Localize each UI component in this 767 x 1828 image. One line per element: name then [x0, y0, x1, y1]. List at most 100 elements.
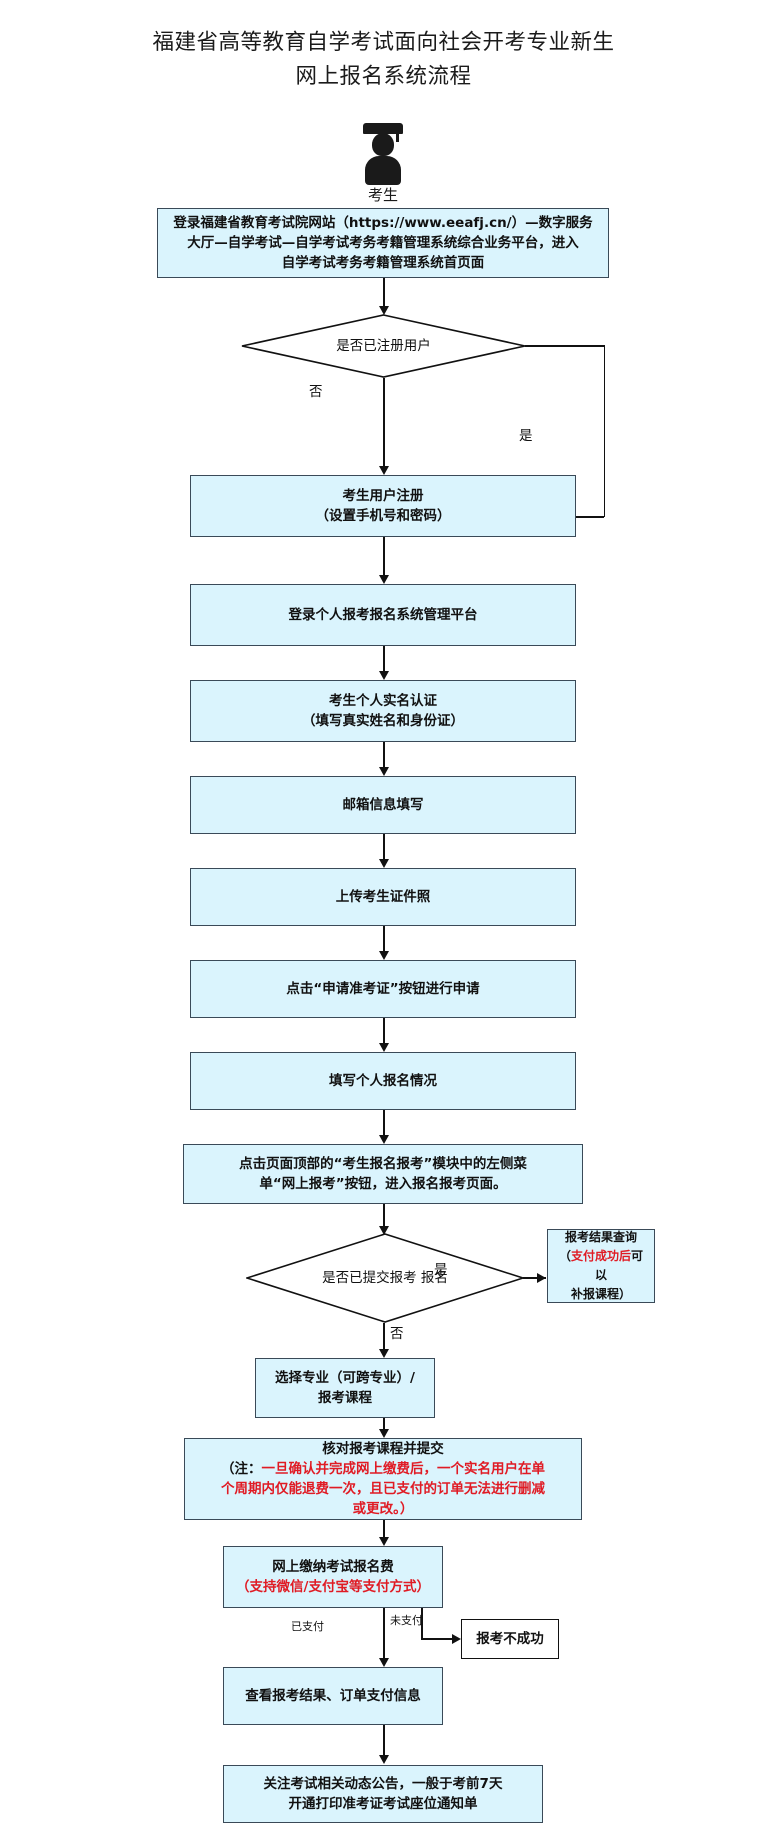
actor-label: 考生 [367, 186, 398, 204]
node-click-online-apply-line2: 单“网上报考”按钮，进入报名报考页面。 [259, 1176, 507, 1192]
node-login-site-line2: 大厅—自学考试—自学考试考务考籍管理系统综合业务平台，进入 [187, 235, 579, 251]
connector-apply-to-fill [383, 1018, 385, 1045]
arrowhead-realname [378, 671, 389, 680]
node-login-site-line3: 自学考试考务考籍管理系统首页面 [281, 255, 485, 271]
arrowhead-select-major [378, 1349, 389, 1358]
connector-decision2-yes [523, 1277, 546, 1279]
graduate-student-icon [357, 123, 409, 185]
page-title-line1: 福建省高等教育自学考试面向社会开考专业新生 [152, 30, 615, 55]
connector-login-to-decision1 [383, 278, 385, 306]
node-realname-auth-line1: 考生个人实名认证 [329, 693, 437, 709]
person-body-shape [365, 156, 401, 185]
verify-note-red-2: 个周期内仅能退费一次，且已支付的订单无法进行删减 [221, 1481, 545, 1497]
node-apply-admission: 点击“申请准考证”按钮进行申请 [190, 960, 576, 1018]
cap-tassel-shape [396, 131, 399, 142]
connector-register-to-platform [383, 537, 385, 577]
node-follow-notice: 关注考试相关动态公告，一般于考前7天 开通打印准考证考试座位通知单 [223, 1765, 543, 1823]
query-result-red-text: 支付成功后 [570, 1249, 631, 1263]
edge-label-registered-no: 否 [309, 384, 323, 400]
connector-viewresult-to-notice [383, 1725, 385, 1757]
arrowhead-decision2 [378, 1226, 389, 1235]
arrowhead-fill-application [378, 1043, 389, 1052]
node-select-major: 选择专业（可跨专业）/ 报考课程 [255, 1358, 435, 1418]
arrowhead-view-result [378, 1658, 389, 1667]
node-query-result-line2: （支付成功后可以 [554, 1247, 648, 1285]
node-realname-auth: 考生个人实名认证 （填写真实姓名和身份证） [190, 680, 576, 742]
connector-realname-to-email [383, 742, 385, 769]
arrowhead-verify-courses [378, 1429, 389, 1438]
node-query-result-line1: 报考结果查询 [564, 1230, 637, 1244]
node-follow-notice-line1: 关注考试相关动态公告，一般于考前7天 [263, 1776, 503, 1792]
node-view-result: 查看报考结果、订单支付信息 [223, 1667, 443, 1725]
edge-label-registered-yes: 是 [519, 428, 533, 444]
node-click-online-apply-line1: 点击页面顶部的“考生报名报考”模块中的左侧菜 [239, 1156, 527, 1172]
node-verify-courses-line1: 核对报考课程并提交 [322, 1441, 444, 1457]
arrowhead-apply-admission [378, 951, 389, 960]
node-select-major-line2: 报考课程 [318, 1390, 372, 1406]
connector-email-to-photo [383, 834, 385, 861]
connector-fill-to-clickapply [383, 1110, 385, 1137]
connector-paid [383, 1608, 385, 1660]
edge-label-submitted-yes: 是 [434, 1262, 448, 1278]
node-user-register-line1: 考生用户注册 [342, 488, 424, 504]
node-apply-admission-label: 点击“申请准考证”按钮进行申请 [286, 981, 480, 997]
node-login-site-line1: 登录福建省教育考试院网站（https://www.eeafj.cn/）—数字服务 [173, 215, 593, 231]
query-result-paren-open: （ [558, 1249, 571, 1263]
node-decision-submitted: 是否已提交报考 报名 [246, 1233, 524, 1323]
node-fill-application-label: 填写个人报名情况 [329, 1073, 437, 1089]
graduation-cap-shape [363, 123, 403, 134]
arrowhead-email [378, 767, 389, 776]
node-pay-fee: 网上缴纳考试报名费 （支持微信/支付宝等支付方式） [223, 1546, 443, 1608]
connector-photo-to-apply [383, 926, 385, 953]
node-decision-submitted-label: 是否已提交报考 报名 [246, 1233, 524, 1323]
arrowhead-follow-notice [378, 1755, 389, 1764]
node-decision-submitted-line2: 报名 [420, 1270, 448, 1286]
node-user-register: 考生用户注册 （设置手机号和密码） [190, 475, 576, 537]
verify-note-prefix: （注： [221, 1461, 262, 1477]
connector-decision1-yes-v [603, 345, 606, 517]
node-fill-application: 填写个人报名情况 [190, 1052, 576, 1110]
arrowhead-user-register [378, 466, 389, 475]
node-pay-fee-line1: 网上缴纳考试报名费 [272, 1559, 394, 1575]
node-login-platform: 登录个人报考报名系统管理平台 [190, 584, 576, 646]
node-email-fill: 邮箱信息填写 [190, 776, 576, 834]
connector-selectmajor-to-verify [383, 1418, 385, 1431]
arrowhead-decision1 [378, 306, 389, 315]
diamond-shape-2 [246, 1233, 524, 1323]
connector-decision2-no [383, 1323, 385, 1351]
node-query-result-line3: 补报课程） [570, 1287, 631, 1301]
node-user-register-line2: （设置手机号和密码） [315, 508, 451, 524]
connector-decision1-yes-h1 [525, 345, 605, 347]
node-fail-result: 报考不成功 [461, 1619, 559, 1659]
arrowhead-fail-result [452, 1633, 461, 1644]
arrowhead-photo [378, 859, 389, 868]
page-title: 福建省高等教育自学考试面向社会开考专业新生 网上报名系统流程 [0, 26, 767, 94]
node-click-online-apply: 点击页面顶部的“考生报名报考”模块中的左侧菜 单“网上报考”按钮，进入报名报考页… [183, 1144, 583, 1204]
node-decision-registered-label: 是否已注册用户 [336, 338, 431, 354]
node-login-platform-label: 登录个人报考报名系统管理平台 [288, 607, 478, 623]
person-head-shape [372, 133, 394, 156]
arrowhead-pay-fee [378, 1537, 389, 1546]
connector-verify-to-pay [383, 1520, 385, 1539]
node-decision-submitted-line1: 是否已提交报考 [322, 1270, 417, 1286]
connector-unpaid-v [421, 1608, 423, 1639]
node-login-site: 登录福建省教育考试院网站（https://www.eeafj.cn/）—数字服务… [157, 208, 609, 278]
verify-note-red-3: 或更改。） [352, 1501, 414, 1517]
node-view-result-label: 查看报考结果、订单支付信息 [245, 1688, 421, 1704]
node-upload-photo-label: 上传考生证件照 [335, 889, 431, 905]
node-verify-courses: 核对报考课程并提交 （注：一旦确认并完成网上缴费后，一个实名用户在单 个周期内仅… [184, 1438, 582, 1520]
connector-decision1-no [383, 378, 385, 468]
arrowhead-login-platform-top [378, 575, 389, 584]
page-title-line2: 网上报名系统流程 [295, 64, 472, 89]
node-realname-auth-line2: （填写真实姓名和身份证） [302, 713, 464, 729]
connector-clickapply-to-decision2 [383, 1204, 385, 1228]
node-fail-result-label: 报考不成功 [476, 1631, 544, 1647]
node-verify-courses-note1: （注：一旦确认并完成网上缴费后，一个实名用户在单 [191, 1459, 575, 1479]
connector-platform-to-realname [383, 646, 385, 673]
query-result-rest: 可以 [594, 1249, 644, 1282]
node-follow-notice-line2: 开通打印准考证考试座位通知单 [288, 1796, 478, 1812]
connector-unpaid-h [421, 1638, 455, 1640]
edge-label-paid: 已支付 [291, 1620, 324, 1633]
edge-label-submitted-no: 否 [390, 1326, 404, 1342]
